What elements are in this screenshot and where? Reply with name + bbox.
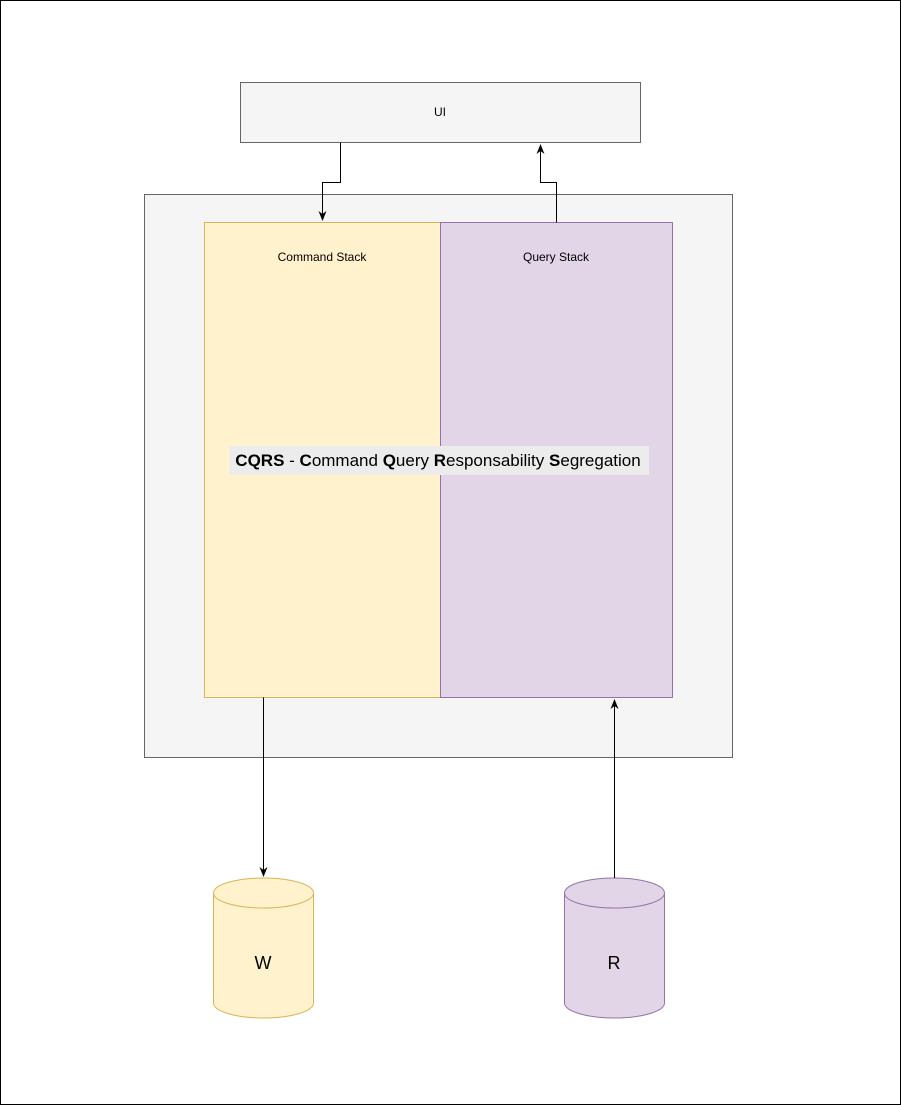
ui-label: UI	[434, 105, 446, 119]
cqrs-title-part: -	[284, 451, 299, 470]
cqrs-title-part: CQRS	[235, 451, 284, 470]
read-database-label: R	[608, 953, 621, 973]
cqrs-title-part: ommand	[312, 451, 383, 470]
cqrs-title-part: uery	[396, 451, 434, 470]
cqrs-title-part: S	[549, 451, 560, 470]
write-database-cylinder	[213, 877, 314, 1019]
command-stack-label: Command Stack	[278, 250, 368, 264]
edge-ui-to-command-stack[interactable]	[318, 142, 341, 221]
cqrs-title-text: CQRS - Command Query Responsability Segr…	[235, 451, 640, 470]
cqrs-title-part: R	[434, 451, 446, 470]
ui-box	[240, 82, 641, 143]
ui-node[interactable]: UI	[240, 82, 641, 143]
cqrs-title-part: esponsability	[446, 451, 549, 470]
read-database-cylinder	[564, 877, 665, 1019]
write-database-label: W	[255, 953, 272, 973]
write-database-node[interactable]: W	[213, 877, 314, 1019]
cqrs-title-background	[229, 446, 649, 475]
write-database-rim	[213, 892, 314, 909]
cqrs-title: CQRS - Command Query Responsability Segr…	[229, 446, 649, 475]
edge-query-stack-to-ui[interactable]	[536, 144, 557, 223]
read-database-node[interactable]: R	[564, 877, 665, 1019]
cqrs-title-part: Q	[383, 451, 396, 470]
cqrs-title-part: C	[300, 451, 312, 470]
read-database-rim	[564, 892, 665, 909]
query-stack-label: Query Stack	[523, 250, 590, 264]
cqrs-title-part: egregation	[560, 451, 640, 470]
